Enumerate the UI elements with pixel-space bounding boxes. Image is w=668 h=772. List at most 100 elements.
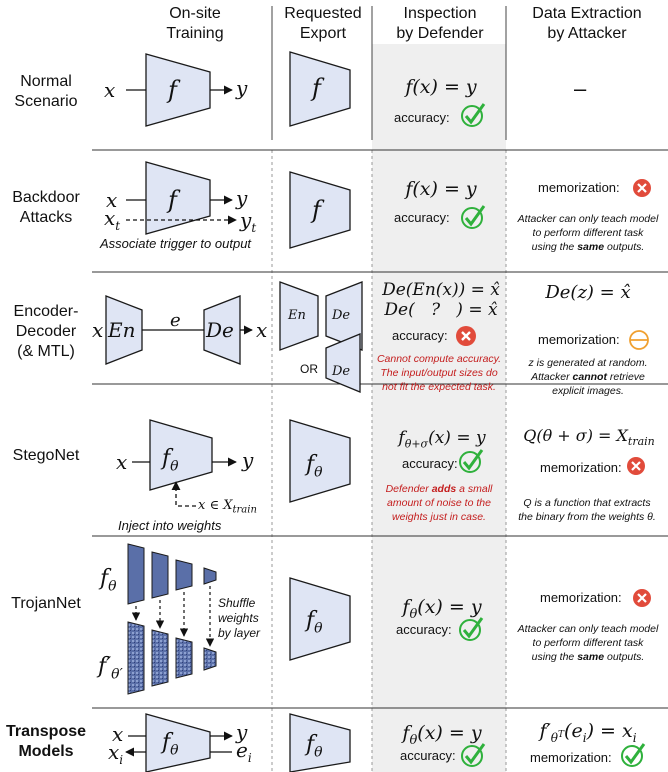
- defender-note: Defender adds a small amount of noise to…: [385, 483, 493, 523]
- shuffled-f-theta-prime: f′θ′: [98, 654, 123, 683]
- export-decoder-label: De: [332, 308, 351, 323]
- encoder-trapezoid: [105, 295, 143, 365]
- check-icon: [459, 449, 484, 473]
- export-f: f: [312, 196, 321, 224]
- check-icon: [461, 103, 486, 127]
- export-model-trapezoid: [289, 713, 351, 772]
- defender-equation-2: De( ? ) = x̂: [384, 300, 498, 320]
- defender-equation: f(x) = y: [405, 76, 477, 98]
- accuracy-label: accuracy:: [396, 622, 452, 637]
- encoder-label: En: [108, 318, 136, 342]
- accuracy-label: accuracy:: [402, 456, 458, 471]
- onsite-model-trapezoid: [145, 161, 211, 235]
- model-f: f: [168, 186, 177, 214]
- header-onsite-training: On-site Training: [166, 5, 224, 42]
- defender-equation: f(x) = y: [405, 178, 477, 200]
- attacker-note: Attacker can only teach model to perform…: [517, 213, 659, 253]
- check-icon: [459, 617, 484, 641]
- export-model-trapezoid: [289, 51, 351, 127]
- cross-icon: [633, 179, 651, 197]
- export-model-trapezoid: [289, 171, 351, 249]
- model-f: f: [168, 76, 177, 104]
- row-label-transpose: Transpose Models: [5, 723, 87, 760]
- export-f-theta: fθ: [306, 608, 323, 637]
- attacker-equation: Q(θ + σ) = Xtrain: [523, 426, 655, 449]
- defender-equation-1: De(En(x)) = x̂: [382, 280, 500, 300]
- output-y: y: [236, 720, 248, 744]
- cross-icon: [456, 326, 476, 346]
- trigger-caption: Associate trigger to output: [100, 236, 252, 251]
- export-encoder-label: En: [288, 308, 306, 323]
- accuracy-label: accuracy:: [394, 210, 450, 225]
- export-f: f: [312, 74, 321, 102]
- input-x: x: [106, 188, 118, 212]
- export-model-trapezoid: [289, 577, 351, 661]
- accuracy-label: accuracy:: [400, 748, 456, 763]
- half-circle-icon: [629, 330, 649, 350]
- input-x: x: [116, 450, 128, 474]
- row-label-normal: Normal Scenario: [14, 73, 78, 110]
- row-label-encoder-decoder: Encoder- Decoder (& MTL): [13, 303, 79, 360]
- code-ei: ei: [236, 738, 252, 765]
- export-f-theta: fθ: [306, 452, 323, 481]
- export-f-theta: fθ: [306, 732, 323, 761]
- header-inspection: Inspection by Defender: [396, 5, 484, 42]
- output-y: y: [236, 76, 248, 100]
- defender-equation: fθ(x) = y: [402, 596, 482, 622]
- check-icon: [461, 205, 486, 229]
- attacker-note: Q is a function that extracts the binary…: [518, 497, 656, 523]
- model-f-theta: fθ: [162, 446, 179, 475]
- check-icon: [621, 743, 646, 767]
- inject-caption: Inject into weights: [118, 518, 222, 533]
- row-label-trojannet: TrojanNet: [11, 595, 81, 612]
- decoder-label: De: [206, 318, 234, 342]
- export-encoder-trapezoid: [279, 281, 319, 351]
- decoder-trapezoid: [203, 295, 241, 365]
- input-x: x: [104, 78, 116, 102]
- header-requested-export: Requested Export: [284, 5, 362, 42]
- or-label: OR: [300, 362, 318, 376]
- reconstructed-xi: xi: [108, 740, 124, 767]
- export-model-trapezoid: [289, 419, 351, 503]
- shuffle-caption: Shuffle weights by layer: [218, 596, 261, 640]
- memorization-label: memorization:: [540, 590, 622, 605]
- attacker-note: Attacker can only teach model to perform…: [517, 623, 659, 663]
- attacker-equation: De(z) = x̂: [545, 282, 631, 303]
- memorization-label: memorization:: [538, 332, 620, 347]
- output-y: y: [242, 448, 254, 472]
- no-extraction-dash: –: [574, 76, 587, 101]
- memorization-label: memorization:: [538, 180, 620, 195]
- export-decoder-only-label: De: [332, 364, 351, 379]
- latent-e: e: [170, 310, 181, 331]
- memorization-label: memorization:: [540, 460, 622, 475]
- onsite-model-trapezoid: [149, 419, 213, 491]
- model-f-theta: fθ: [162, 730, 179, 759]
- accuracy-label: accuracy:: [394, 110, 450, 125]
- onsite-model-trapezoid: [145, 53, 211, 127]
- row-label-stegonet: StegoNet: [12, 447, 80, 464]
- header-data-extraction: Data Extraction by Attacker: [532, 5, 642, 42]
- attacker-note: z is generated at random. Attacker canno…: [528, 357, 648, 397]
- defender-equation: fθ(x) = y: [402, 722, 482, 748]
- training-input-label: x ∈ Xtrain: [198, 498, 257, 516]
- cross-icon: [627, 457, 645, 475]
- input-x: x: [112, 722, 124, 746]
- export-decoder-trapezoid: [325, 281, 363, 351]
- output-x: x: [256, 318, 268, 342]
- accuracy-label: accuracy:: [392, 328, 448, 343]
- check-icon: [461, 743, 486, 767]
- memorization-label: memorization:: [530, 750, 612, 765]
- trojan-original-layers: [127, 543, 217, 605]
- defender-equation: fθ+σ(x) = y: [398, 428, 486, 451]
- input-x: x: [92, 318, 104, 342]
- defender-warning: Cannot compute accuracy. The input/outpu…: [376, 353, 502, 393]
- attacker-equation: f′θT(ei) = xi: [539, 720, 637, 745]
- trigger-xt: xt: [104, 206, 121, 233]
- trojan-shuffled-layers: [127, 621, 217, 695]
- cross-icon: [633, 589, 651, 607]
- trigger-output-yt: yt: [240, 208, 257, 235]
- row-label-backdoor: Backdoor Attacks: [12, 189, 80, 226]
- export-decoder-only-trapezoid: [325, 333, 361, 393]
